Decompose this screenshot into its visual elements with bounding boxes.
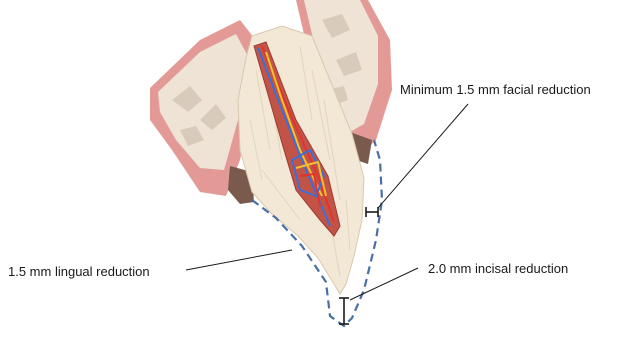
incisal-leader-line bbox=[350, 268, 418, 300]
incisal-reduction-marker bbox=[339, 298, 349, 324]
lingual-leader-line bbox=[186, 250, 292, 270]
facial-reduction-marker bbox=[366, 207, 378, 217]
facial-leader-line bbox=[378, 104, 468, 208]
lingual-reduction-label: 1.5 mm lingual reduction bbox=[8, 264, 150, 279]
incisal-reduction-label: 2.0 mm incisal reduction bbox=[428, 261, 568, 276]
facial-reduction-label: Minimum 1.5 mm facial reduction bbox=[400, 82, 591, 97]
